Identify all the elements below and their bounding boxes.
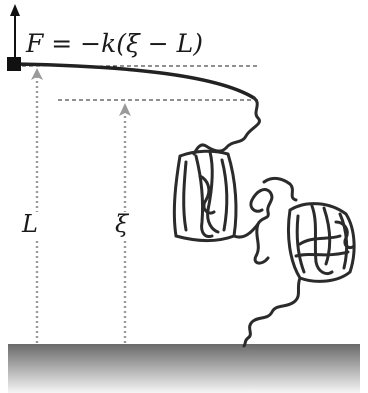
pull-direction-arrow bbox=[10, 4, 20, 60]
distance-arrow-L bbox=[31, 68, 43, 343]
label-xi: ξ bbox=[115, 210, 130, 238]
label-L: L bbox=[21, 210, 38, 238]
cantilever-base-block bbox=[7, 57, 21, 71]
cantilever-beam bbox=[14, 62, 256, 100]
force-formula: F = −k(ξ − L) bbox=[25, 29, 203, 58]
substrate-surface bbox=[8, 344, 360, 393]
polymer-chain bbox=[172, 96, 356, 348]
